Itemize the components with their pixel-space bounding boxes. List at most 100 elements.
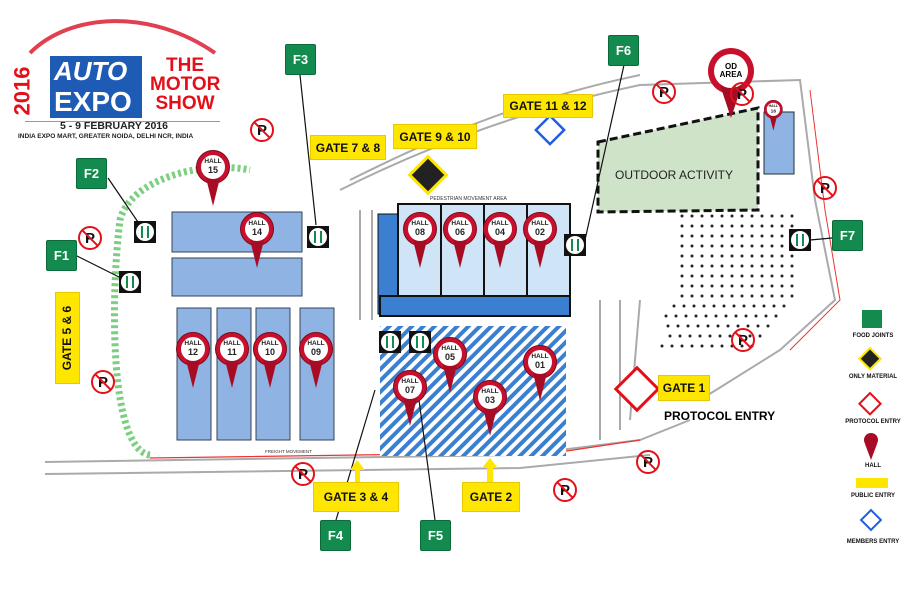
hall-word: HALL [451,220,469,228]
legend-hall: HALL [865,463,881,469]
seat-dot [772,304,776,308]
seat-dot [698,334,702,338]
seat-dot [726,324,730,328]
seat-dot [700,274,704,278]
seat-dot [716,324,720,328]
seat-dot [742,304,746,308]
seat-dot [678,334,682,338]
logo-tagline-3: SHOW [155,93,215,114]
seat-dot [680,254,684,258]
seat-dot [696,324,700,328]
seat-dot [760,284,764,288]
seat-dot [790,224,794,228]
seat-dot [780,234,784,238]
seat-dot [740,284,744,288]
gate-5-6[interactable]: GATE 5 & 6 [55,292,80,384]
seat-dot [740,244,744,248]
seat-dot [770,244,774,248]
legend-only-material: ONLY MATERIAL [848,374,898,380]
seat-dot [710,284,714,288]
gate-9-10[interactable]: GATE 9 & 10 [393,124,477,149]
seat-dot [762,304,766,308]
fork-knife-icon [409,331,431,353]
seat-dot [710,264,714,268]
seat-dot [782,304,786,308]
seat-dot [700,234,704,238]
legend-members-entry: MEMBERS ENTRY [846,539,900,545]
seat-dot [770,234,774,238]
seat-dot [760,294,764,298]
hall-word: HALL [307,340,325,348]
seat-dot [746,324,750,328]
seat-dot [790,294,794,298]
seat-dot [756,324,760,328]
seat-dot [700,254,704,258]
seat-dot [770,254,774,258]
seat-dot [780,264,784,268]
food-joint-f7[interactable]: F7 [832,220,863,251]
seat-dot [750,254,754,258]
seat-dot [690,274,694,278]
seat-dot [670,344,674,348]
gate-3-4[interactable]: GATE 3 & 4 [313,482,399,512]
seat-dot [720,224,724,228]
seat-dot [790,264,794,268]
hall-15-building [171,211,303,253]
hall-word: HALL [441,345,459,353]
gate-7-8[interactable]: GATE 7 & 8 [310,135,386,160]
seat-dot [690,234,694,238]
seat-dot [712,304,716,308]
seat-dot [730,284,734,288]
food-joint-f4[interactable]: F4 [320,520,351,551]
seat-dot [710,244,714,248]
hall-word: HALL [184,340,202,348]
protocol-entry-label: PROTOCOL ENTRY [664,409,776,423]
food-joint-f6[interactable]: F6 [608,35,639,66]
seat-dot [790,254,794,258]
seat-dot [780,274,784,278]
seat-dot [750,234,754,238]
gate-11-12[interactable]: GATE 11 & 12 [503,94,593,118]
seat-dot [720,344,724,348]
seat-dot [760,274,764,278]
seat-dot [720,234,724,238]
freight-movement-label: FREIGHT MOVEMENT [265,449,312,454]
hall-number: 09 [310,346,321,357]
food-joint-f3[interactable]: F3 [285,44,316,75]
outdoor-activity-label: OUTDOOR ACTIVITY [615,168,734,182]
gate-1[interactable]: GATE 1 [658,375,710,401]
seat-dot [682,304,686,308]
no-parking-icon: P [553,478,577,502]
seat-dot [770,214,774,218]
seat-dot [690,294,694,298]
food-joint-f5[interactable]: F5 [420,520,451,551]
gate-2[interactable]: GATE 2 [462,482,520,512]
food-joint-f2[interactable]: F2 [76,158,107,189]
seat-dot [690,214,694,218]
seat-dot [704,314,708,318]
hall-number: 11 [227,346,237,357]
seat-dot [680,224,684,228]
seat-dot [774,314,778,318]
food-joint-f1[interactable]: F1 [46,240,77,271]
no-parking-icon: P [731,328,755,352]
seat-dot [676,324,680,328]
seat-dot [790,284,794,288]
hall-number: 15 [207,164,218,175]
seat-dot [700,294,704,298]
